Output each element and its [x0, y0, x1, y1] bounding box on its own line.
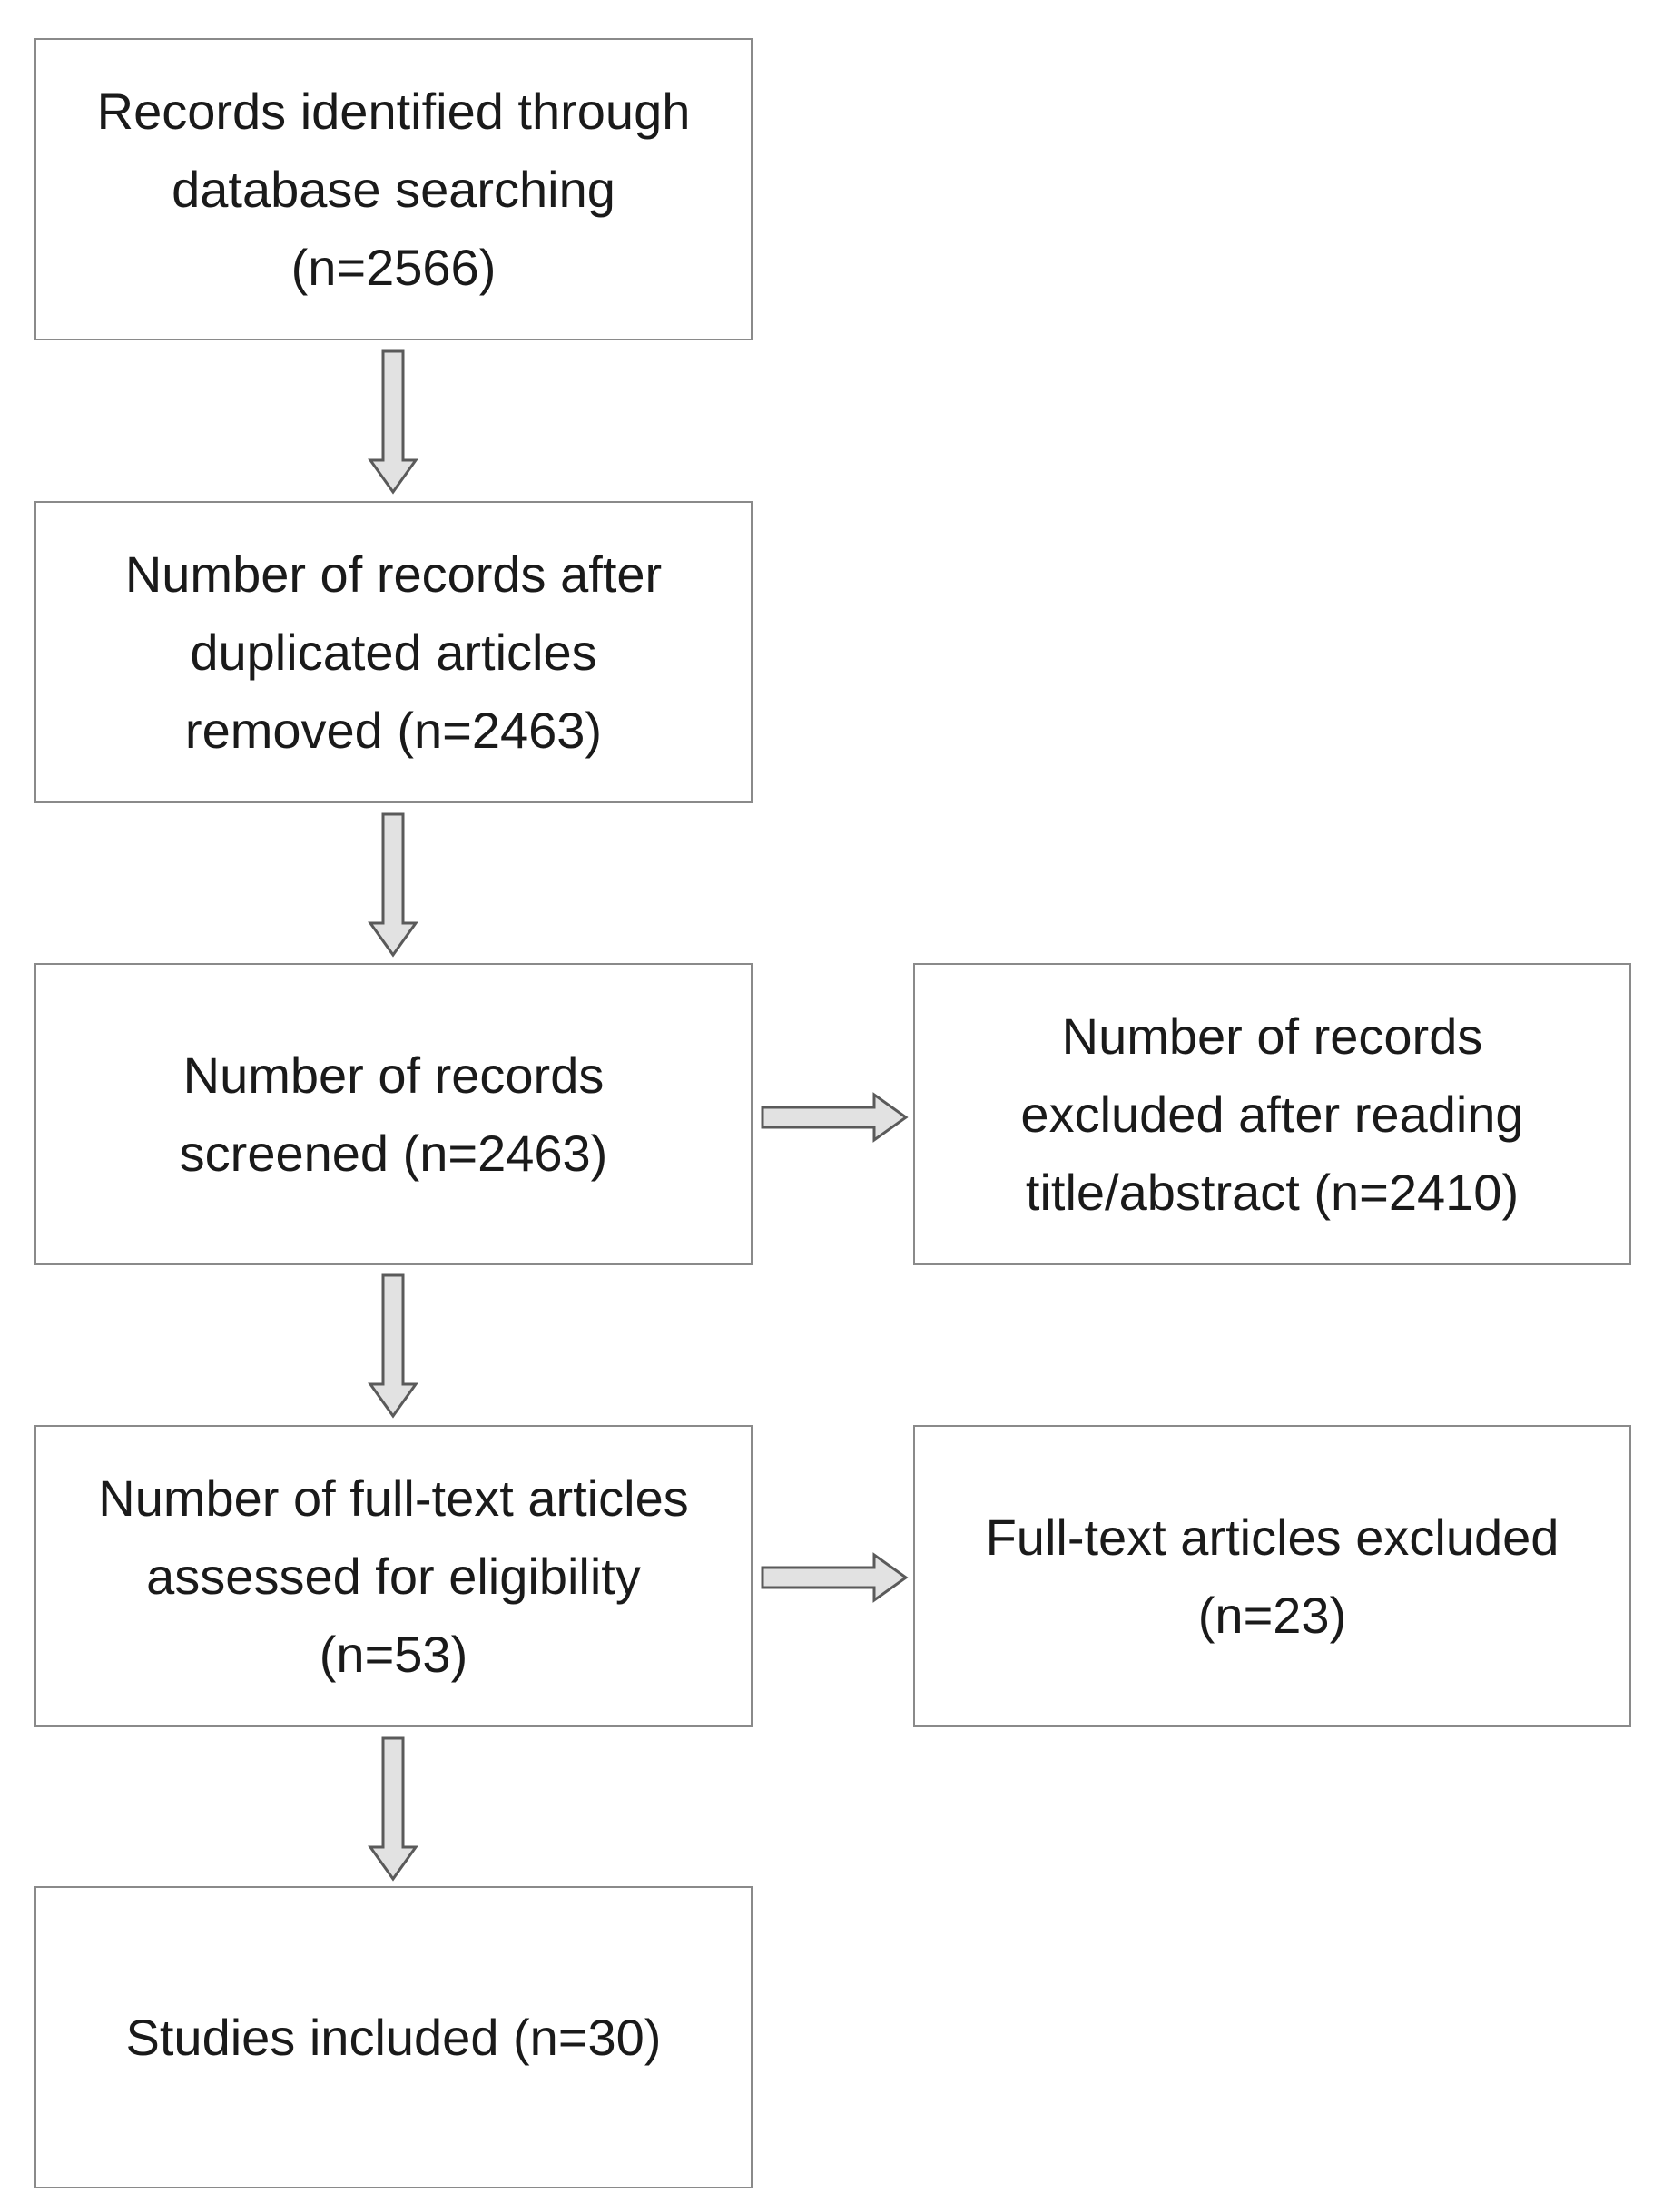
records-screened-text: Number of records screened (n=2463): [179, 1046, 608, 1182]
records-excluded-text: Number of records excluded after reading…: [1020, 1007, 1524, 1221]
fulltext-excluded-text: Full-text articles excluded (n=23): [985, 1508, 1560, 1644]
fulltext-assessed-text: Number of full-text articles assessed fo…: [98, 1469, 689, 1683]
down-arrow-4: [368, 1736, 418, 1882]
down-arrow-1: [368, 349, 418, 495]
studies-included-box: Studies included (n=30): [34, 1886, 753, 2188]
studies-included-text: Studies included (n=30): [125, 2008, 662, 2066]
right-arrow-2: [761, 1552, 909, 1603]
records-identified-text: Records identified through database sear…: [96, 82, 691, 296]
records-screened-box: Number of records screened (n=2463): [34, 963, 753, 1265]
fulltext-assessed-box: Number of full-text articles assessed fo…: [34, 1425, 753, 1727]
fulltext-excluded-box: Full-text articles excluded (n=23): [913, 1425, 1631, 1727]
records-identified-box: Records identified through database sear…: [34, 38, 753, 340]
right-arrow-1: [761, 1092, 909, 1143]
records-after-duplicates-text: Number of records after duplicated artic…: [124, 545, 663, 759]
down-arrow-3: [368, 1273, 418, 1419]
records-after-duplicates-box: Number of records after duplicated artic…: [34, 501, 753, 803]
down-arrow-2: [368, 812, 418, 958]
records-excluded-box: Number of records excluded after reading…: [913, 963, 1631, 1265]
